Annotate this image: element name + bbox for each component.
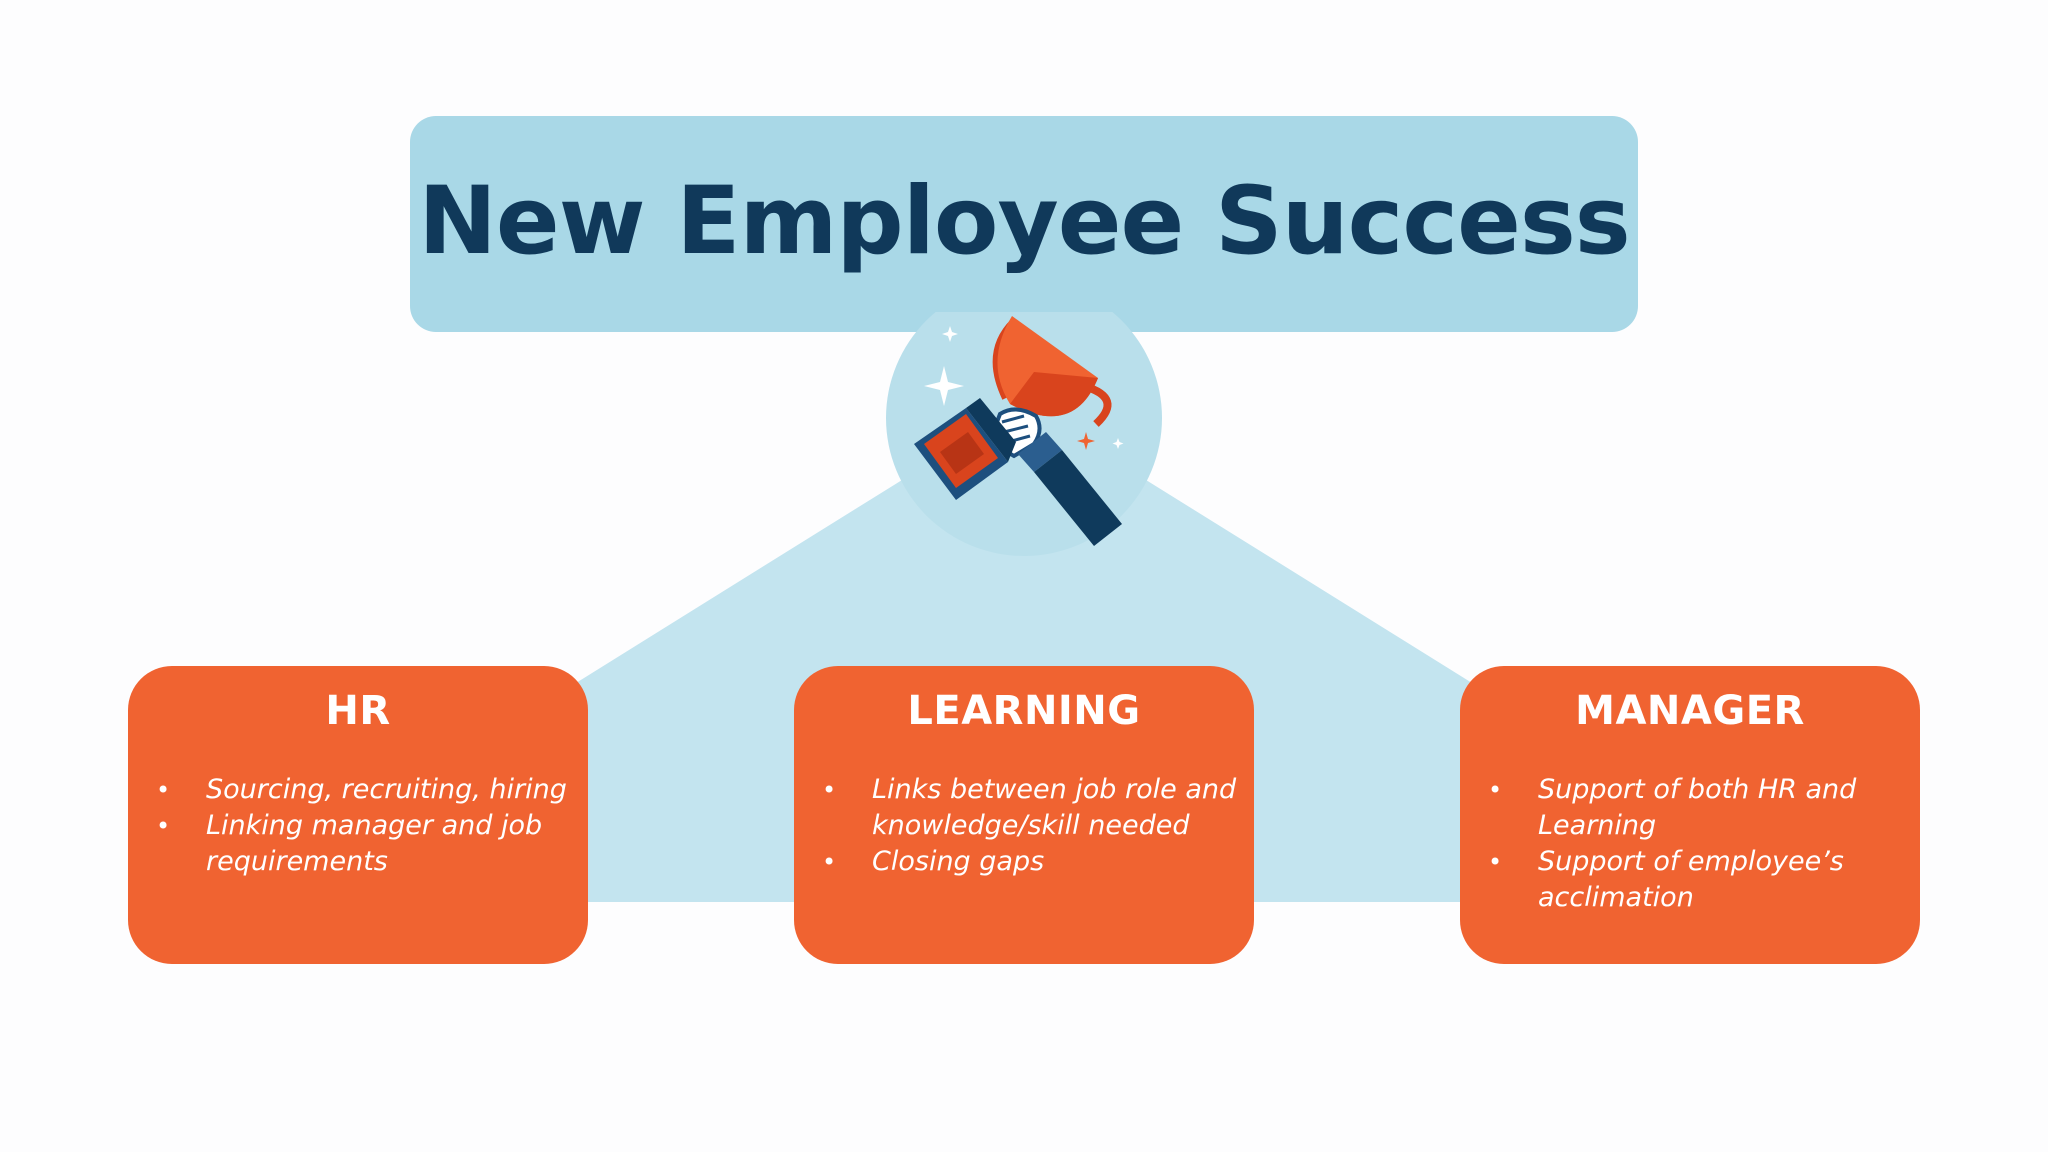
card-title-learning: LEARNING <box>907 688 1141 734</box>
page-title: New Employee Success <box>418 166 1630 276</box>
card-learning: LEARNING Links between job role and know… <box>794 666 1254 964</box>
card-list-learning: Links between job role and knowledge/ski… <box>794 772 1252 880</box>
list-item: Support of both HR and Learning <box>1488 772 1918 844</box>
card-list-hr: Sourcing, recruiting, hiring Linking man… <box>128 772 586 880</box>
list-item: Sourcing, recruiting, hiring <box>156 772 586 808</box>
list-item: Support of employee’s acclimation <box>1488 844 1918 916</box>
card-manager: MANAGER Support of both HR and Learning … <box>1460 666 1920 964</box>
list-item: Closing gaps <box>822 844 1252 880</box>
card-list-manager: Support of both HR and Learning Support … <box>1460 772 1918 916</box>
list-item: Links between job role and knowledge/ski… <box>822 772 1252 844</box>
trophy-award-icon <box>886 312 1162 556</box>
card-title-manager: MANAGER <box>1575 688 1805 734</box>
list-item: Linking manager and job requirements <box>156 808 586 880</box>
title-banner: New Employee Success <box>410 116 1638 332</box>
card-hr: HR Sourcing, recruiting, hiring Linking … <box>128 666 588 964</box>
card-title-hr: HR <box>325 688 391 734</box>
